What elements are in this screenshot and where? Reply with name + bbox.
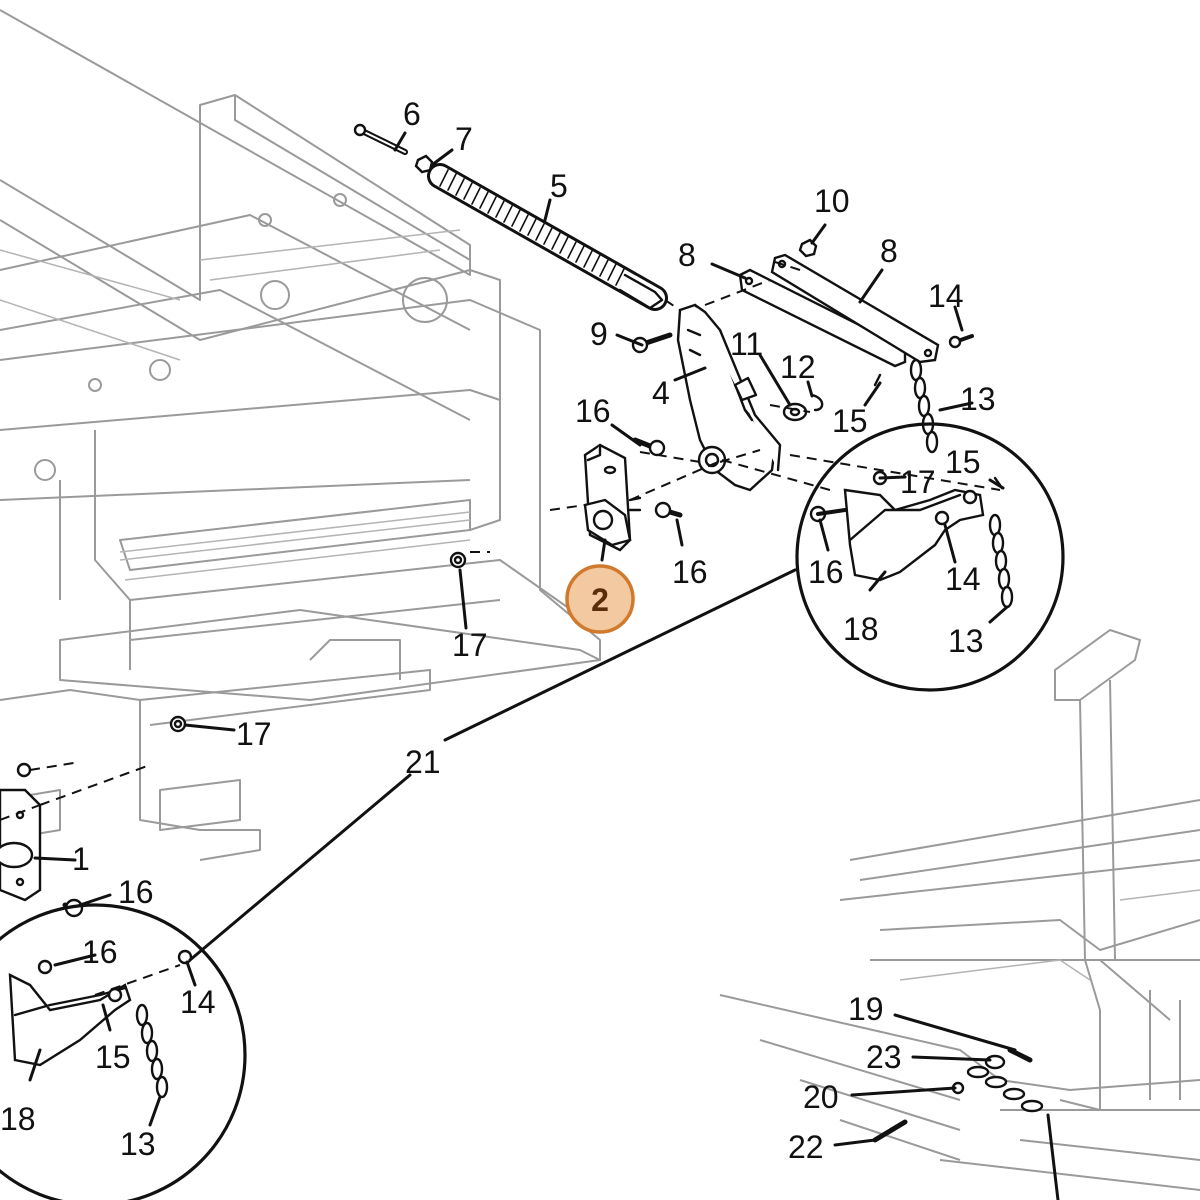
- callout-17-middle[interactable]: 17: [452, 627, 488, 663]
- assembly-dashes: [0, 261, 1001, 996]
- callout-8-left[interactable]: 8: [678, 237, 696, 273]
- chain-lower-right: [966, 1065, 1044, 1113]
- callout-15-detail[interactable]: 15: [945, 444, 981, 480]
- link-bar-part-8: [738, 253, 940, 368]
- chain-in-detail-right: [988, 513, 1014, 609]
- ghost-deck: [719, 629, 1200, 1191]
- callout-18-detail[interactable]: 18: [843, 611, 879, 647]
- callout-7[interactable]: 7: [455, 121, 473, 157]
- callout-1[interactable]: 1: [72, 841, 90, 877]
- callout-labels: 6 7 5 8 8 10 14 9 11 12 4 13 15 16 15 17…: [0, 96, 996, 1165]
- callout-23[interactable]: 23: [866, 1039, 902, 1075]
- callout-9[interactable]: 9: [590, 316, 608, 352]
- callout-14-upper[interactable]: 14: [928, 278, 964, 314]
- callout-12[interactable]: 12: [780, 349, 816, 385]
- callout-10[interactable]: 10: [814, 183, 850, 219]
- callout-16-upper[interactable]: 16: [575, 393, 611, 429]
- callout-20[interactable]: 20: [803, 1079, 839, 1115]
- lift-arm-part-4: [676, 303, 782, 492]
- callout-8-right[interactable]: 8: [880, 233, 898, 269]
- callout-5[interactable]: 5: [550, 168, 568, 204]
- callout-17-left[interactable]: 17: [236, 716, 272, 752]
- callout-15-upper[interactable]: 15: [832, 403, 868, 439]
- callout-17-detail[interactable]: 17: [900, 464, 936, 500]
- highlight-ring[interactable]: [565, 564, 635, 634]
- detail-circle-left: [0, 903, 247, 1200]
- callout-2[interactable]: 2: [591, 582, 609, 618]
- hardware-lower-right: [872, 1047, 1044, 1143]
- spring-part-5: [427, 163, 668, 311]
- bracket-part-2: [583, 443, 642, 552]
- bolts-part-16: [632, 437, 683, 519]
- callout-21[interactable]: 21: [405, 744, 441, 780]
- callout-6[interactable]: 6: [403, 96, 421, 132]
- callout-15-detail-left[interactable]: 15: [95, 1039, 131, 1075]
- plate-part-1: [0, 788, 84, 918]
- callout-16-left[interactable]: 16: [118, 874, 154, 910]
- callout-14-detail-left[interactable]: 14: [180, 984, 216, 1020]
- leader-lines: [28, 131, 1060, 1200]
- callout-16-detail-left[interactable]: 16: [82, 934, 118, 970]
- callout-4[interactable]: 4: [652, 375, 670, 411]
- callout-13-detail[interactable]: 13: [948, 623, 984, 659]
- callout-16-bracket[interactable]: 16: [672, 554, 708, 590]
- chain-in-detail-left: [135, 1003, 169, 1099]
- callout-16-detail[interactable]: 16: [808, 554, 844, 590]
- callout-14-detail[interactable]: 14: [945, 561, 981, 597]
- callout-18-detail-left[interactable]: 18: [0, 1101, 36, 1137]
- chain-part-13-upper: [909, 358, 939, 454]
- callout-13-upper[interactable]: 13: [960, 381, 996, 417]
- highlighted-callout-2[interactable]: 2: [565, 564, 635, 634]
- callout-19[interactable]: 19: [848, 991, 884, 1027]
- ghost-frame: [0, 9, 601, 861]
- callout-22[interactable]: 22: [788, 1129, 824, 1165]
- detail-circle-right: [795, 422, 1065, 692]
- callout-11[interactable]: 11: [730, 326, 763, 362]
- callout-13-detail-left[interactable]: 13: [120, 1126, 156, 1162]
